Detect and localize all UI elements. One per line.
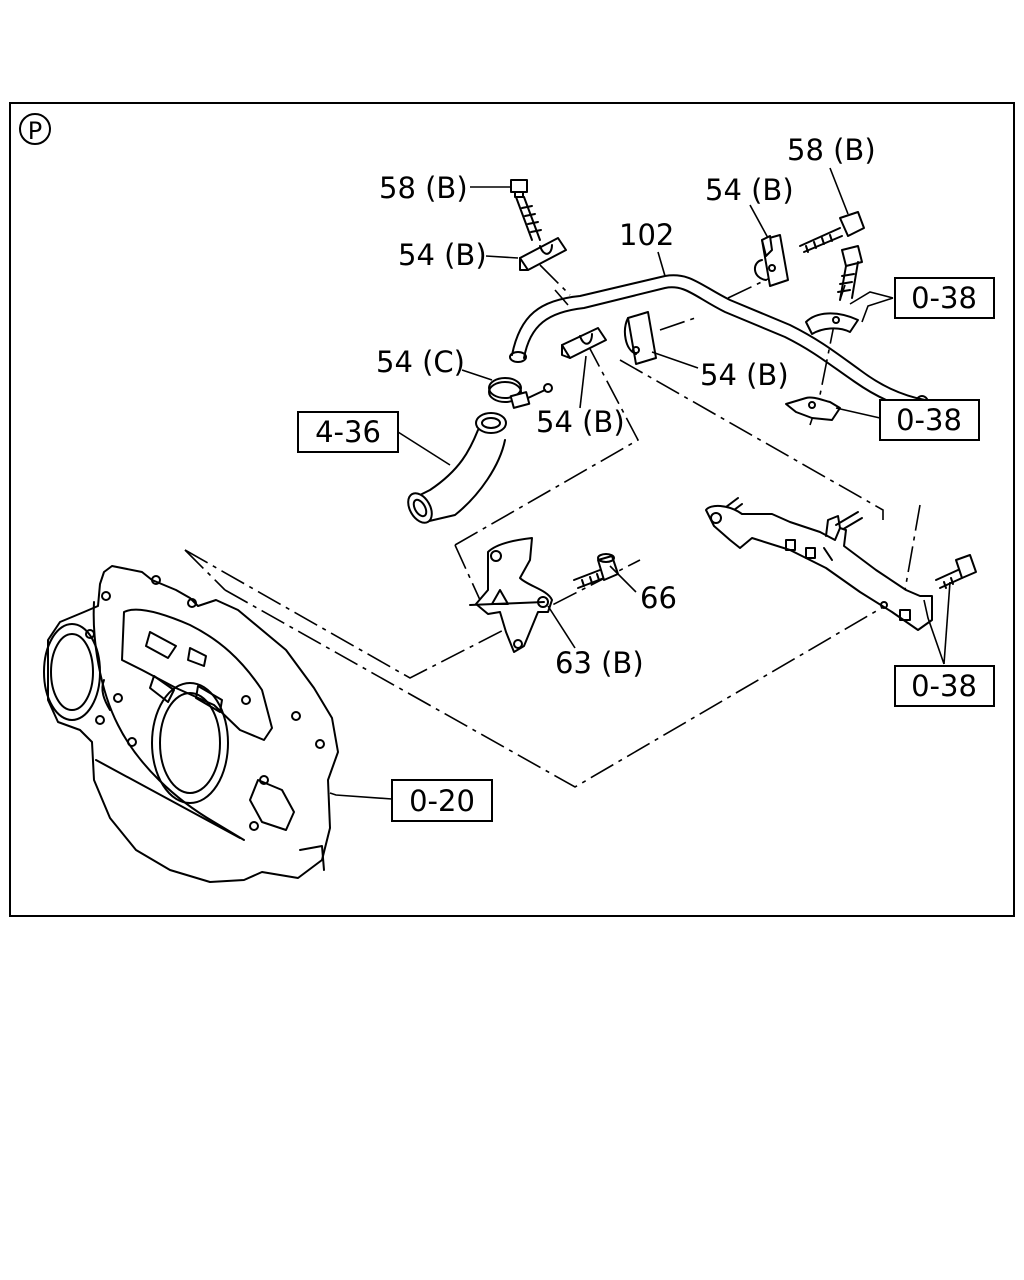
- hose: [407, 412, 507, 524]
- section-marker-letter: P: [28, 117, 42, 145]
- callout-54b-center: 54 (B): [536, 405, 625, 439]
- clamp-upper-right: [805, 312, 859, 335]
- callout-66: 66: [640, 581, 677, 615]
- clip-54b-mid-right: [623, 311, 657, 365]
- reference-4-36: 4-36: [297, 411, 399, 453]
- reference-0-38-mid-text: 0-38: [896, 403, 962, 437]
- flywheel-housing: [43, 565, 339, 883]
- callout-54b-mid-right: 54 (B): [700, 358, 789, 392]
- bracket-63b: [469, 537, 553, 653]
- diagram-frame: [9, 102, 1015, 917]
- clip-54b-center: [561, 327, 607, 359]
- bolt-lower-right: [935, 554, 977, 589]
- reference-0-38-bottom: 0-38: [894, 665, 995, 707]
- bolt-66: [573, 553, 619, 589]
- clamp-mid-right: [785, 396, 841, 421]
- reference-0-38-mid: 0-38: [879, 399, 980, 441]
- reference-0-20-text: 0-20: [409, 784, 475, 818]
- callout-labels: 58 (B) 54 (B) 102 54 (B) 58 (B) 54 (C) 5…: [376, 133, 876, 680]
- bolt-58b-right: [799, 211, 865, 253]
- clip-54b-upper-right: [754, 234, 789, 287]
- bolt-58b-left: [510, 179, 542, 241]
- callout-54b-upper-left: 54 (B): [398, 238, 487, 272]
- reference-0-38-bottom-text: 0-38: [911, 669, 977, 703]
- bolt-upper-right-clamp: [837, 245, 863, 301]
- clip-54b-upper-left: [519, 237, 567, 271]
- hose-clamp-54c: [488, 377, 553, 409]
- callout-63b: 63 (B): [555, 646, 644, 680]
- leader-lines: [329, 167, 951, 800]
- callout-54c: 54 (C): [376, 345, 465, 379]
- reference-0-20: 0-20: [391, 779, 493, 822]
- reference-4-36-text: 4-36: [315, 415, 381, 449]
- callout-102: 102: [619, 218, 674, 252]
- bracket-right: [705, 504, 933, 631]
- callout-58b-right: 58 (B): [787, 133, 876, 167]
- reference-0-38-top: 0-38: [894, 277, 995, 319]
- section-marker: P: [19, 113, 51, 145]
- callout-54b-upper-right: 54 (B): [705, 173, 794, 207]
- callout-58b-left: 58 (B): [379, 171, 468, 205]
- reference-0-38-top-text: 0-38: [911, 281, 977, 315]
